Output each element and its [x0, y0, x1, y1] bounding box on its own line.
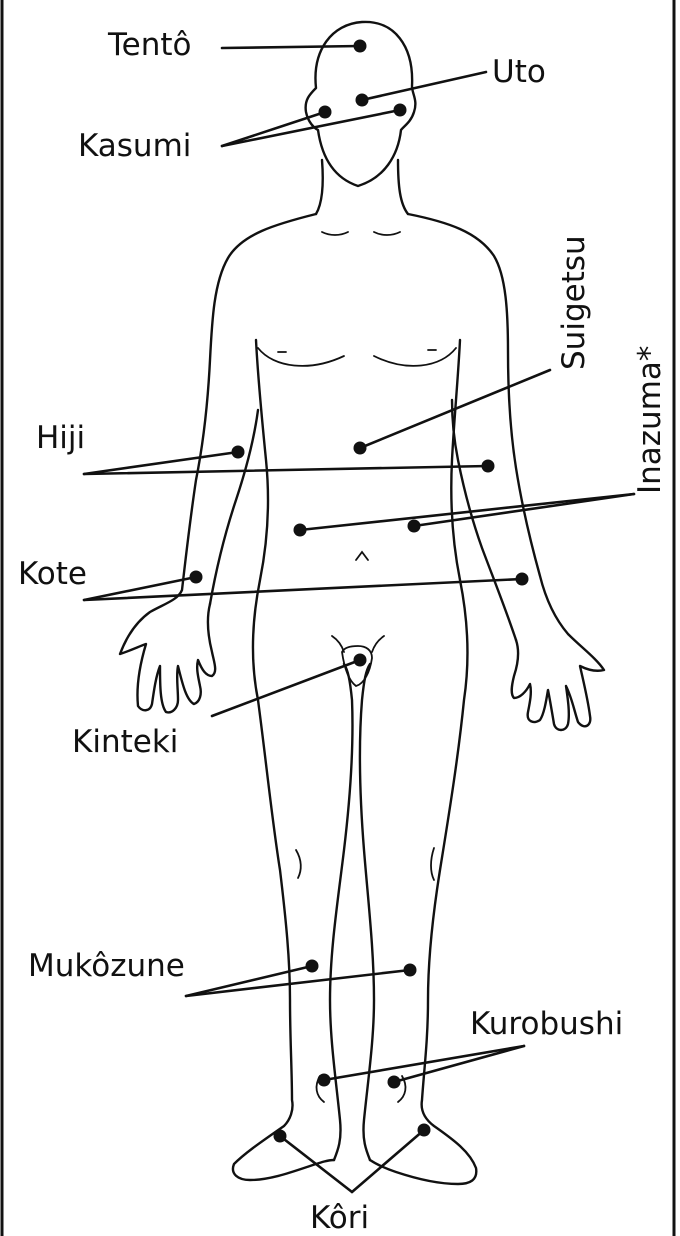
label-kori: Kôri [310, 1200, 369, 1236]
mukozune-point-right [404, 964, 417, 977]
left-inner-arm [210, 410, 258, 604]
label-hiji: Hiji [36, 420, 85, 456]
kori-point-right [418, 1124, 431, 1137]
hiji-leader-b [84, 466, 488, 474]
kinteki-point [354, 654, 367, 667]
label-kasumi: Kasumi [78, 128, 191, 164]
kote-leader-b [84, 579, 522, 600]
hiji-point-right [482, 460, 495, 473]
collarbone-left [322, 232, 348, 235]
chest-right [374, 348, 456, 366]
left-shoulder-arm [120, 214, 316, 712]
label-inazuma: Inazuma* [632, 346, 668, 494]
navel [356, 552, 368, 560]
label-tento: Tentô [107, 27, 192, 63]
collarbone-right [374, 232, 400, 235]
label-uto: Uto [492, 54, 546, 90]
kote-point-right [516, 573, 529, 586]
label-kote: Kote [18, 556, 87, 592]
kori-leader-a [280, 1136, 352, 1192]
hiji-point-left [232, 446, 245, 459]
kote-point-left [190, 571, 203, 584]
kasumi-point-left [319, 106, 332, 119]
suigetsu-point [354, 442, 367, 455]
inazuma-leader-b [414, 494, 634, 526]
inazuma-point-left [294, 524, 307, 537]
mukozune-leader-b [186, 970, 410, 996]
neck-right [398, 160, 408, 214]
left-inner-leg [330, 664, 353, 1160]
uto-leader [362, 72, 486, 100]
label-kinteki: Kinteki [72, 724, 178, 760]
kurobushi-point-right [388, 1076, 401, 1089]
inazuma-point-right [408, 520, 421, 533]
label-suigetsu: Suigetsu [556, 235, 592, 370]
kasumi-point-right [394, 104, 407, 117]
label-kurobushi: Kurobushi [470, 1006, 623, 1042]
mukozune-leader-a [186, 966, 312, 996]
kinteki-leader [212, 660, 360, 716]
tento-leader [222, 46, 360, 48]
mukozune-point-left [306, 960, 319, 973]
right-inner-leg [360, 664, 374, 1160]
groin-detail [332, 636, 384, 652]
chest-left [258, 348, 344, 366]
neck-left [316, 160, 323, 214]
knee-right [431, 848, 434, 880]
tento-point [354, 40, 367, 53]
kori-leader-b [352, 1130, 424, 1192]
labels: Tentô Uto Kasumi Suigetsu Inazuma* Hiji … [18, 27, 668, 1236]
label-mukozune: Mukôzune [28, 948, 185, 984]
uto-point [356, 94, 369, 107]
knee-left [296, 850, 301, 878]
kori-point-left [274, 1130, 287, 1143]
kurobushi-point-left [318, 1074, 331, 1087]
left-torso [233, 340, 334, 1180]
